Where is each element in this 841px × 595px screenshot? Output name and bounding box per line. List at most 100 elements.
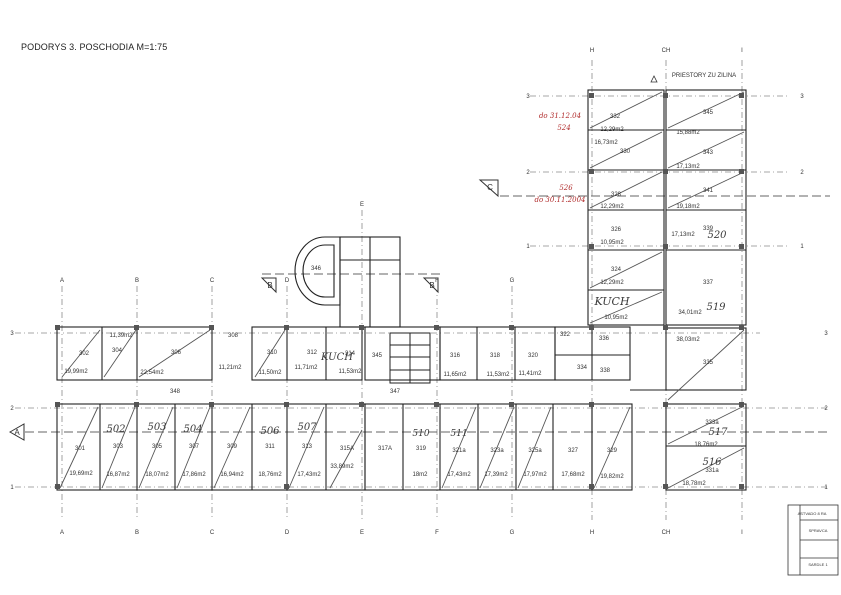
room-number: 319 <box>416 446 427 452</box>
room-number: 301 <box>75 446 86 452</box>
room-number: 321a <box>452 448 466 454</box>
room-number: 310 <box>267 350 278 356</box>
room-strikes <box>59 91 745 489</box>
room-area: 11,39m2 <box>110 333 134 339</box>
grid-letter-bottom: G <box>510 530 515 536</box>
titleblock-text: SPRAVCA <box>809 528 828 533</box>
room-area: 11,21m2 <box>219 365 243 371</box>
section-mark-label: B <box>429 281 434 290</box>
room-area: 33,89m2 <box>330 464 354 470</box>
grid-row-label: 1 <box>526 244 530 250</box>
room-area: 38,03m2 <box>676 337 700 343</box>
room-number: 341 <box>703 188 714 194</box>
room-area: 10,95m2 <box>604 315 628 321</box>
wing-middle-upper <box>364 326 631 381</box>
room-number: 336 <box>599 336 610 342</box>
room-number: 318 <box>490 353 501 359</box>
grid-letter-bottom: F <box>435 530 439 536</box>
handwritten-room-number: 524 <box>557 124 570 132</box>
room-area: 12,29m2 <box>600 204 624 210</box>
grid-letter-bottom: CH <box>662 530 671 536</box>
room-area: 19,18m2 <box>676 204 700 210</box>
room-number: 328 <box>611 192 622 198</box>
handwritten-kitchen-label: KUCH <box>320 352 353 363</box>
room-area: 12,29m2 <box>600 127 624 133</box>
corridor-label: 347 <box>390 389 401 395</box>
grid-letter-bottom: B <box>135 530 139 536</box>
room-number: 304 <box>112 348 123 354</box>
grid-row-label: 2 <box>824 406 828 412</box>
grid-letter-bottom: C <box>210 530 215 536</box>
room-area: 19,99m2 <box>64 369 88 375</box>
room-number: 317A <box>378 446 392 452</box>
room-area: 17,13m2 <box>671 232 695 238</box>
room-number: 302 <box>79 351 90 357</box>
grid-letter-bottom: D <box>285 530 290 536</box>
title-block <box>787 504 839 576</box>
grid-row-label: 1 <box>10 485 14 491</box>
room-area: 18m2 <box>412 472 428 478</box>
grid-letter-top: I <box>741 48 743 54</box>
room-number: 326 <box>611 227 622 233</box>
handwritten-date-note: do 31.12.04 <box>539 112 581 120</box>
room-number: 314 <box>345 351 356 357</box>
section-mark-label: B <box>267 281 272 290</box>
handwritten-date-note: do 30.11.2004 <box>535 196 586 204</box>
handwritten-room-number: 504 <box>183 424 202 435</box>
room-area: 17,39m2 <box>484 472 508 478</box>
room-area: 16,87m2 <box>106 472 130 478</box>
room-number: 332 <box>610 114 621 120</box>
grid-letter-bottom: E <box>360 530 364 536</box>
room-number: 306 <box>171 350 182 356</box>
room-number: 333a <box>705 420 719 426</box>
handwritten-room-number: 502 <box>106 424 125 435</box>
section-lines <box>25 195 830 433</box>
room-area: 10,95m2 <box>600 240 624 246</box>
room-area: 16,94m2 <box>220 472 244 478</box>
room-area: 17,43m2 <box>447 472 471 478</box>
room-number: 312 <box>307 350 318 356</box>
room-number: 309 <box>227 444 238 450</box>
handwritten-room-number: 517 <box>708 427 728 438</box>
room-number: 322 <box>560 332 571 338</box>
room-number: 303 <box>113 444 124 450</box>
section-markers <box>8 179 499 441</box>
stair-tower <box>294 236 401 328</box>
room-number: 325a <box>528 448 542 454</box>
grid-letter-top: D <box>285 278 290 284</box>
room-number: 330 <box>620 149 631 155</box>
room-number: 334 <box>577 365 588 371</box>
grid-letter-top: G <box>510 278 515 284</box>
room-area: 18,76m2 <box>694 442 718 448</box>
room-area: 17,86m2 <box>182 472 206 478</box>
location-note: PRIESTORY ZU ZILINA <box>672 73 736 79</box>
room-area: 17,13m2 <box>676 164 700 170</box>
section-mark-label: C <box>487 183 493 192</box>
room-number: 338 <box>600 368 611 374</box>
room-area: 11,65m2 <box>444 372 468 378</box>
room-number: 313 <box>302 444 313 450</box>
titleblock-text: SARDLE 1 <box>808 562 828 567</box>
room-number: 308 <box>228 333 239 339</box>
drawing-title: PODORYS 3. POSCHODIA M=1:75 <box>21 42 168 52</box>
room-area: 34,01m2 <box>678 310 702 316</box>
room-area: 11,41m2 <box>519 371 543 377</box>
room-number: 311 <box>265 444 275 450</box>
room-number: 316 <box>450 353 461 359</box>
grid-letter-top: H <box>590 48 594 54</box>
grid-row-label: 2 <box>10 406 14 412</box>
staircase <box>389 332 431 384</box>
room-number: 339 <box>703 226 714 232</box>
grid-letter-top: E <box>360 202 364 208</box>
titleblock-text: ASTVADO 8 RA <box>798 511 827 516</box>
room-number: 320 <box>528 353 539 359</box>
room-area: 18,07m2 <box>145 472 169 478</box>
grid-letter-top: B <box>135 278 139 284</box>
grid-letter-top: F <box>435 278 439 284</box>
room-number: 323a <box>490 448 504 454</box>
room-number: 307 <box>189 444 200 450</box>
room-area: 17,43m2 <box>297 472 321 478</box>
room-number: 337 <box>703 280 714 286</box>
room-number: 324 <box>611 267 622 273</box>
